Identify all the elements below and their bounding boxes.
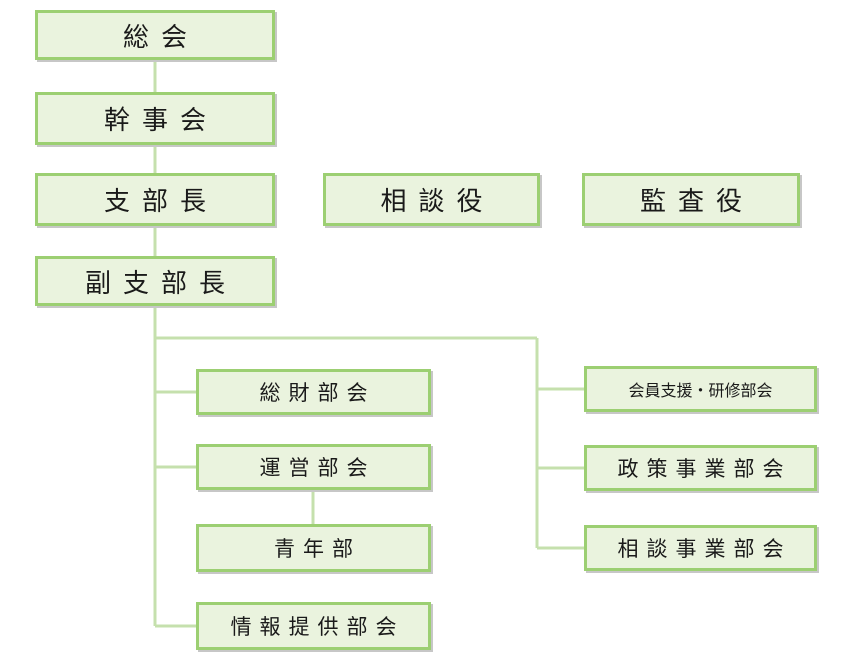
advisor-label: 相談役 <box>380 187 495 217</box>
youth-box: 青年部 <box>196 524 431 572</box>
member-support-label: 会員支援・研修部会 <box>628 381 773 400</box>
board-label: 幹事会 <box>103 106 218 136</box>
operations-box: 運営部会 <box>196 444 431 490</box>
auditor-label: 監査役 <box>639 187 754 217</box>
general-finance-box: 総財部会 <box>196 369 431 415</box>
vice-branch-head-label: 副支部長 <box>84 268 237 299</box>
member-support-box: 会員支援・研修部会 <box>584 366 817 412</box>
operations-label: 運営部会 <box>259 456 376 480</box>
info-provision-label: 情報提供部会 <box>230 615 405 639</box>
vice-branch-head-box: 副支部長 <box>35 256 275 306</box>
consult-business-label: 相談事業部会 <box>617 537 792 561</box>
info-provision-box: 情報提供部会 <box>196 602 431 650</box>
advisor-box: 相談役 <box>323 173 540 226</box>
general-meeting-label: 総会 <box>122 22 199 53</box>
youth-label: 青年部 <box>274 537 361 561</box>
board-box: 幹事会 <box>35 92 275 145</box>
policy-business-box: 政策事業部会 <box>584 445 817 491</box>
policy-business-label: 政策事業部会 <box>617 457 792 481</box>
auditor-box: 監査役 <box>582 173 800 226</box>
branch-head-label: 支部長 <box>103 187 218 217</box>
branch-head-box: 支部長 <box>35 173 275 226</box>
general-finance-label: 総財部会 <box>259 381 376 405</box>
consult-business-box: 相談事業部会 <box>584 525 817 571</box>
general-meeting-box: 総会 <box>35 10 275 60</box>
